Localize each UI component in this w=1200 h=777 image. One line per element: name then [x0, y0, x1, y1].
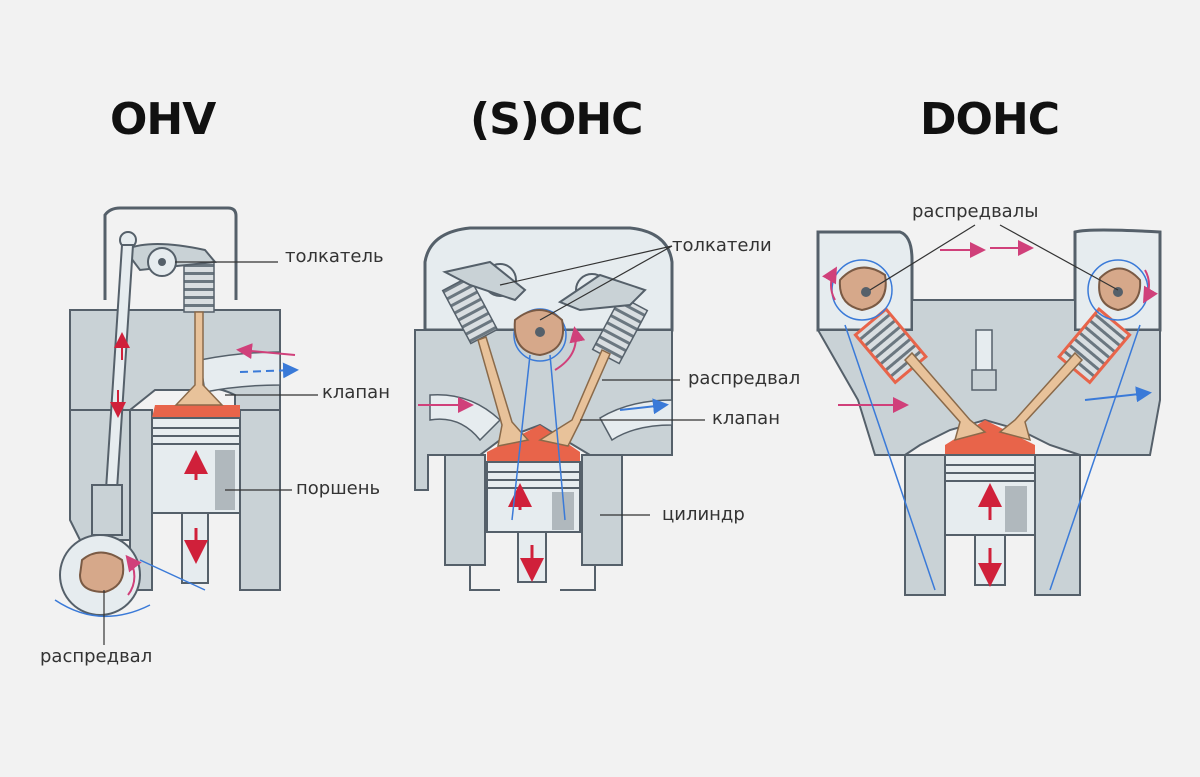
label-sohc-cylinder: цилиндр	[662, 504, 745, 525]
sohc-cylinder-wall-right	[581, 454, 623, 566]
dohc-cylinder-wall-right	[1034, 454, 1081, 596]
ohv-rocker-cover	[103, 206, 238, 300]
label-sohc-pushrods: толкатели	[672, 235, 772, 256]
dohc-valve-right	[998, 351, 1084, 442]
label-sohc-valve: клапан	[712, 408, 780, 429]
sohc-cylinder-wall-left	[444, 454, 486, 566]
sohc-rocker-right	[557, 273, 647, 312]
sohc-valve-left	[477, 336, 530, 447]
label-ohv-valve: клапан	[322, 382, 390, 403]
dohc-cylinder-wall-left	[904, 454, 946, 596]
sohc-valve-spring-left	[441, 275, 499, 345]
ohv-engine	[54, 206, 318, 645]
ohv-valve-spring	[183, 261, 215, 313]
ohv-cam-lobe	[78, 551, 125, 594]
ohv-cylinder-wall-right	[239, 409, 281, 591]
label-dohc-camshafts: распредвалы	[912, 201, 1039, 222]
title-dohc: DOHC	[920, 94, 1060, 145]
sohc-combustion-chamber	[487, 425, 580, 462]
title-ohv: OHV	[110, 94, 216, 145]
dohc-engine	[816, 224, 1162, 596]
ohv-lifter	[91, 484, 123, 536]
label-sohc-camshaft: распредвал	[688, 368, 801, 389]
dohc-valve-left	[903, 351, 987, 442]
dohc-combustion-chamber	[945, 420, 1035, 455]
ohv-combustion-chamber	[152, 405, 240, 418]
label-ohv-pushrod: толкатель	[285, 246, 384, 267]
sohc-valve-right	[538, 348, 611, 447]
sohc-engine	[414, 226, 705, 591]
ohv-valve	[174, 311, 224, 406]
sohc-intake-port	[429, 393, 502, 442]
label-ohv-camshaft: распредвал	[40, 646, 153, 667]
title-sohc: (S)OHC	[470, 94, 643, 145]
label-ohv-piston: поршень	[296, 478, 381, 499]
sohc-rocker-left	[442, 260, 527, 302]
